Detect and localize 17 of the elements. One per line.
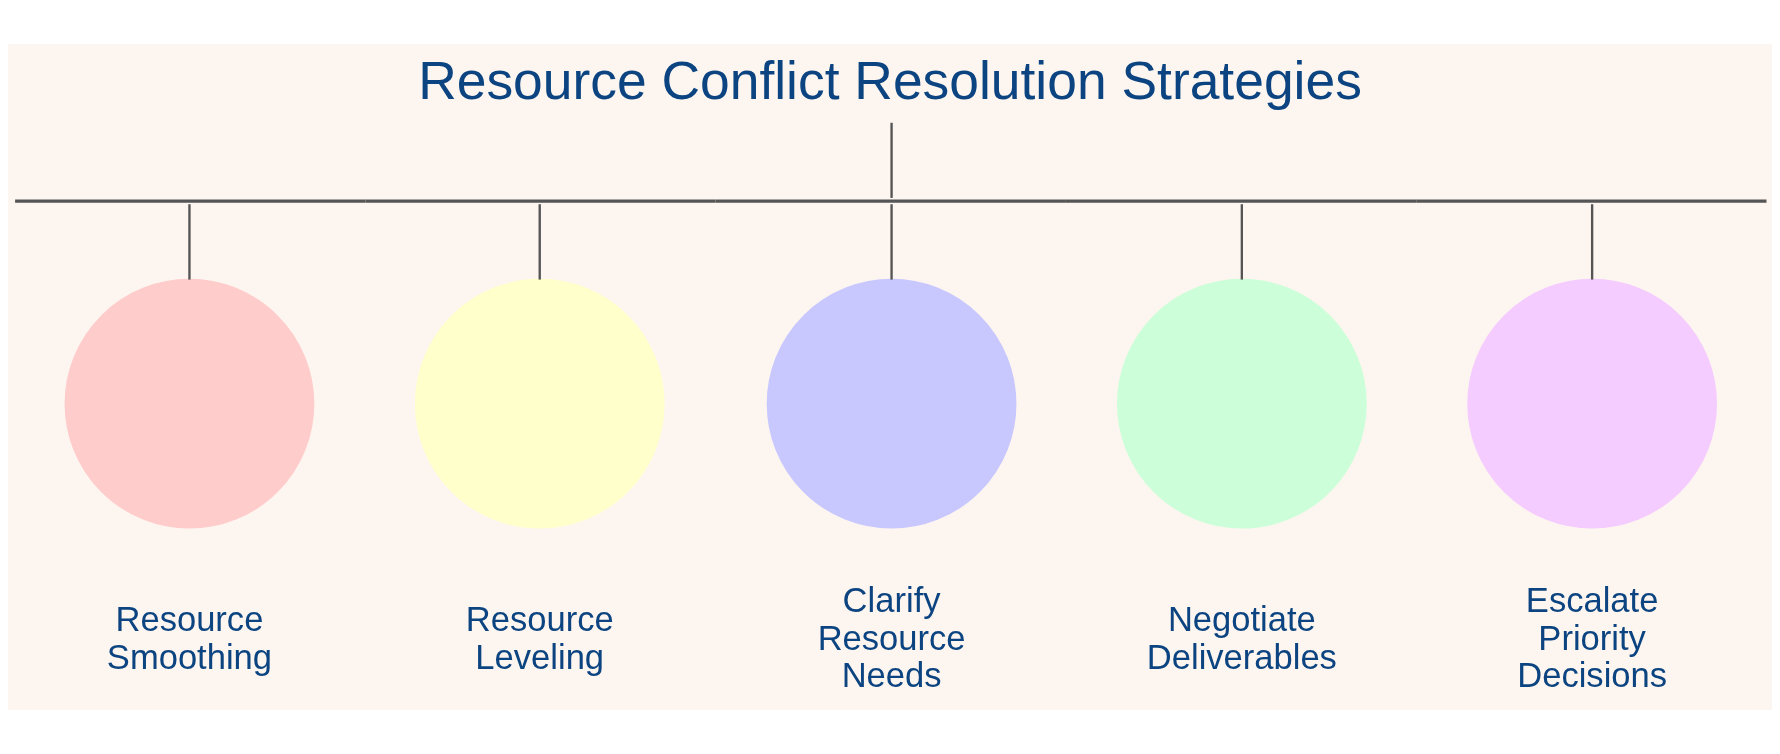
node-circle bbox=[414, 278, 665, 529]
node-label: Resource Smoothing bbox=[106, 599, 273, 676]
connector bbox=[1590, 204, 1594, 280]
connector bbox=[538, 204, 541, 280]
connector bbox=[890, 122, 893, 198]
node-circle bbox=[1116, 278, 1367, 529]
node-circle bbox=[1467, 278, 1717, 529]
node-circle bbox=[766, 278, 1017, 529]
node-label: Escalate Priority Decisions bbox=[1517, 580, 1668, 695]
node-circle bbox=[64, 278, 315, 529]
connector bbox=[890, 204, 893, 280]
diagram-title: Resource Conflict Resolution Strategies bbox=[418, 51, 1362, 111]
node-label: Negotiate Deliverables bbox=[1146, 599, 1337, 676]
node-label: Clarify Resource Needs bbox=[817, 580, 966, 695]
node-label: Resource Leveling bbox=[465, 599, 614, 676]
connector bbox=[1240, 204, 1244, 280]
connector bbox=[188, 204, 191, 280]
